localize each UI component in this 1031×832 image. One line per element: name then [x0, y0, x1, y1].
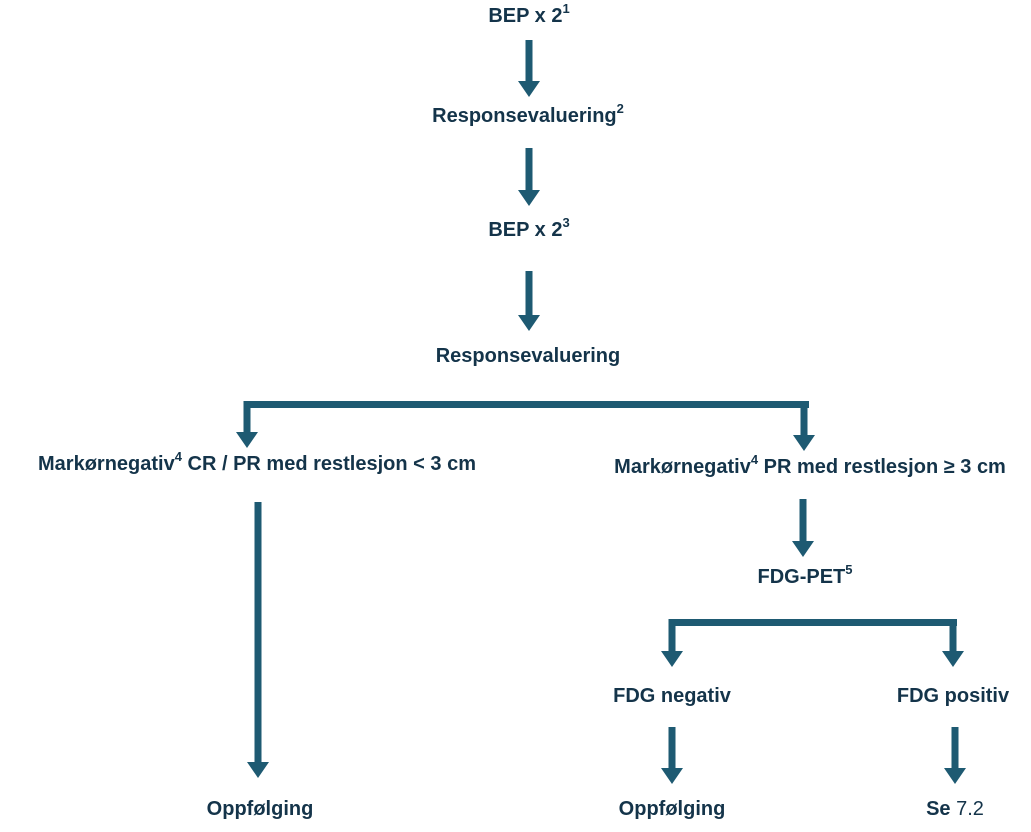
- node-responsevaluering-first: Responsevaluering2: [432, 101, 624, 128]
- node-label: Markørnegativ: [614, 456, 751, 478]
- node-se-72: Se 7.2: [926, 797, 984, 821]
- node-fdg-pet: FDG-PET5: [757, 562, 853, 589]
- arrow-bep1-to-resp1: [518, 40, 540, 97]
- node-label: BEP x 2: [488, 5, 563, 27]
- node-fdg-positiv: FDG positiv: [897, 684, 1009, 708]
- node-responsevaluering-second: Responsevaluering: [436, 344, 621, 368]
- node-label: FDG positiv: [896, 685, 1010, 707]
- footnote-marker: 4: [750, 452, 759, 468]
- node-label: Se: [926, 798, 951, 820]
- node-fdg-negativ: FDG negativ: [613, 684, 731, 708]
- node-label: Markørnegativ: [38, 453, 175, 475]
- arrow-fdgneg-to-oppfolging: [661, 727, 683, 784]
- node-label: CR / PR med restlesjon < 3 cm: [181, 453, 476, 475]
- arrow-to-fdg-negativ: [661, 619, 683, 667]
- footnote-marker: 3: [562, 215, 570, 231]
- arrow-resp1-to-bep2: [518, 148, 540, 206]
- node-label: Oppfølging: [206, 798, 314, 820]
- node-label: BEP x 2: [488, 219, 563, 241]
- node-label: Responsevaluering: [435, 345, 621, 367]
- node-bep-x2-first: BEP x 21: [488, 1, 570, 28]
- footnote-marker: 5: [845, 562, 853, 578]
- footnote-marker: 4: [174, 449, 182, 465]
- node-label-reference: 7.2: [950, 798, 984, 820]
- node-label: Oppfølging: [618, 798, 726, 820]
- node-markornegativ-pr: Markørnegativ4 PR med restlesjon ≥ 3 cm: [614, 452, 1006, 479]
- arrow-left-branch-to-oppfolging: [247, 502, 269, 778]
- arrow-to-right-branch: [793, 401, 815, 451]
- arrow-to-fdg-positiv: [942, 619, 964, 667]
- arrow-to-left-branch: [236, 401, 258, 448]
- node-bep-x2-second: BEP x 23: [488, 215, 570, 242]
- node-label: FDG negativ: [613, 685, 731, 707]
- fdg-branch-connector-bar: [669, 619, 957, 626]
- arrow-bep2-to-resp2: [518, 271, 540, 331]
- footnote-marker: 1: [562, 1, 570, 17]
- node-label: Responsevaluering: [432, 105, 617, 127]
- branch-connector-bar: [244, 401, 809, 408]
- node-label: FDG-PET: [757, 566, 846, 588]
- node-oppfolging-mid: Oppfølging: [619, 797, 726, 821]
- arrow-right-branch-to-fdgpet: [792, 499, 814, 557]
- footnote-marker: 2: [616, 101, 624, 117]
- node-oppfolging-left: Oppfølging: [207, 797, 314, 821]
- node-label: PR med restlesjon ≥ 3 cm: [758, 456, 1006, 478]
- arrow-fdgpos-to-se72: [944, 727, 966, 784]
- node-markornegativ-cr-pr: Markørnegativ4 CR / PR med restlesjon < …: [38, 449, 476, 476]
